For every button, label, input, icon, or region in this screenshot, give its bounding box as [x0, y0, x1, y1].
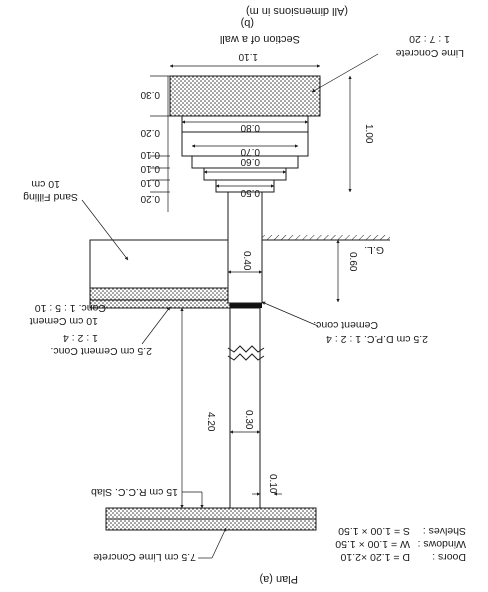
- drawing-rotated: Plan (a) Doors : D = 1.20 ×2.10 Windows …: [23, 5, 466, 585]
- label-dpc: 2.5 cm D.P.C. 1 : 2 : 4: [326, 333, 428, 345]
- label-sand-filling-line1: Sand Filling: [23, 191, 78, 203]
- section-caption: (b): [241, 17, 254, 29]
- floor-sand-filling: [89, 239, 231, 289]
- floor-cement-conc-2-5: [89, 299, 231, 309]
- leader-lime-concrete-bed: [311, 53, 379, 93]
- section-title: Section of a wall: [220, 33, 300, 45]
- label-cement-conc-10-line1: 10 cm Cement: [30, 315, 98, 327]
- ground-hatch: [260, 235, 390, 240]
- schedule-doors-item: Doors :: [432, 551, 466, 563]
- label-rcc-slab: 15 cm R.C.C. Slab: [91, 486, 178, 498]
- foundation-wall: [227, 191, 263, 304]
- label-cement-conc-2-5-line2: 1 : 2 : 4: [63, 332, 98, 344]
- label-cement-conc-2-5-line1: 2.5 cm Cement Conc.: [50, 345, 152, 357]
- units-note: (All dimensions in m): [246, 5, 348, 17]
- schedule-windows-spec: W = 1.00 × 1.50: [335, 538, 410, 550]
- dim-0-80: 0.80: [240, 122, 260, 133]
- dim-0-20-a: 0.20: [140, 193, 160, 204]
- dim-0-30-wall: 0.30: [243, 410, 254, 430]
- footing-step-0-60: [203, 167, 287, 181]
- leader-sand: [81, 199, 129, 261]
- dim-0-40: 0.40: [241, 251, 252, 271]
- wall-break-mark: [227, 353, 265, 361]
- schedule-shelves-spec: S = 1.00 × 1.50: [338, 525, 410, 537]
- dim-0-60-step: 0.60: [240, 156, 260, 167]
- label-cement-conc: Cement conc.: [313, 319, 378, 331]
- wall-break-mark-2: [227, 345, 265, 353]
- dim-0-10-a: 0.10: [140, 177, 160, 188]
- dim-0-50: 0.50: [240, 187, 260, 198]
- dim-1-00: 1.00: [363, 124, 374, 144]
- schedule-windows-item: Windows :: [418, 538, 466, 550]
- footing-base-gap: [181, 115, 309, 133]
- leader-cement-2-5: [141, 306, 171, 345]
- floor-cement-conc-10: [89, 287, 231, 301]
- dim-0-10-b: 0.10: [140, 163, 160, 174]
- dim-4-20: 4.20: [205, 412, 216, 432]
- dim-0-20-b: 0.20: [140, 127, 160, 138]
- lime-concrete-bed: [169, 75, 321, 117]
- dim-0-10-c: 0.10: [140, 149, 160, 160]
- footing-step-0-80: [181, 131, 309, 157]
- label-cement-conc-10-line2: Conc. 1 : 5 : 10: [35, 302, 106, 314]
- wall-superstructure: [229, 307, 261, 509]
- schedule-doors-spec: D = 1.20 ×2.10: [340, 551, 410, 563]
- plan-title: Plan (a): [259, 573, 298, 585]
- label-gl: G.L.: [364, 244, 384, 256]
- dim-0-70: 0.70: [240, 146, 260, 157]
- leader-dpc: [261, 301, 319, 327]
- label-sand-filling-line2: 10 cm: [31, 178, 60, 190]
- dim-0-10-top: 0.10: [267, 474, 278, 494]
- dim-0-30-base: 0.30: [140, 89, 160, 100]
- label-lime-concrete-7-5: 7.5 cm Lime Concrete: [93, 551, 196, 563]
- dim-0-60: 0.60: [347, 252, 358, 272]
- dim-1-10: 1.10: [238, 51, 258, 62]
- label-lime-concrete-line1: Lime Concrete: [396, 47, 464, 59]
- schedule-shelves-item: Shelves :: [423, 525, 466, 537]
- opening-schedule: Doors : D = 1.20 ×2.10 Windows : W = 1.0…: [335, 525, 466, 563]
- dpc-layer: [230, 303, 262, 308]
- leader-lime-concrete: [211, 527, 227, 559]
- label-lime-concrete-line2: 1 : 7 : 20: [409, 33, 450, 45]
